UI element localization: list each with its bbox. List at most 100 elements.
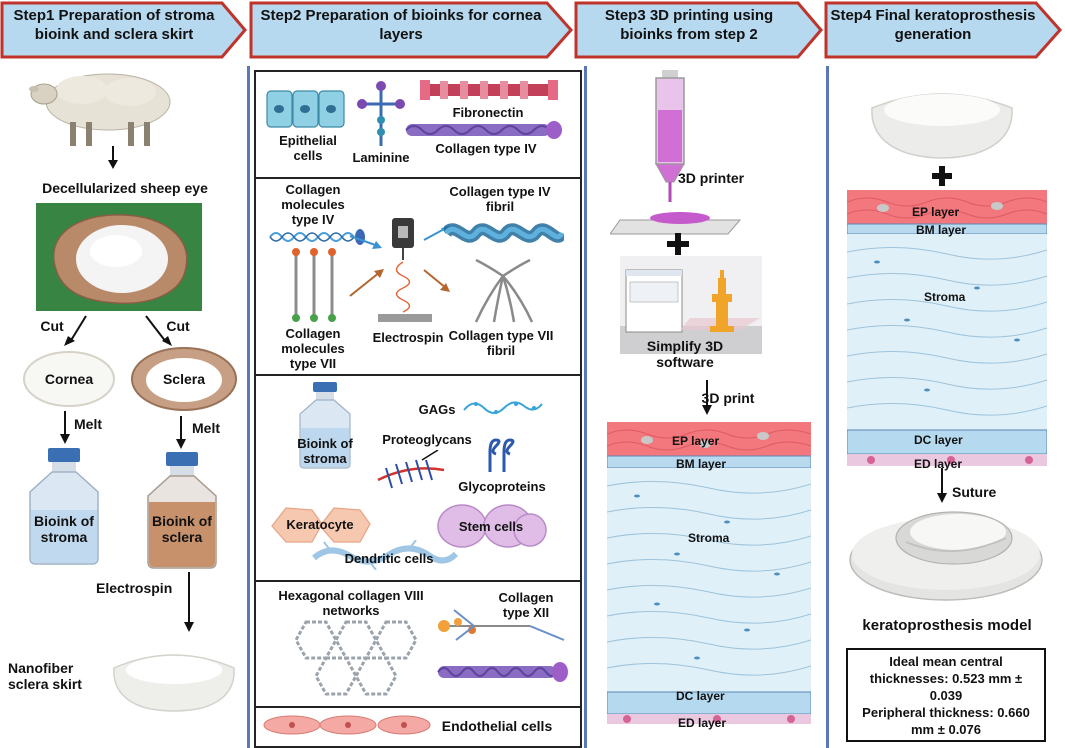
fibronectin-label: Fibronectin xyxy=(452,105,524,120)
endothelial-cells-label: Endothelial cells xyxy=(441,718,553,734)
collagen-iv-fibril-icon xyxy=(444,223,564,243)
sheep-icon xyxy=(29,73,171,146)
step3-ed-label: ED layer xyxy=(678,716,727,730)
step2-sep-2 xyxy=(254,374,582,376)
eye-label: Decellularized sheep eye xyxy=(42,180,208,196)
step2-electrospin-label: Electrospin xyxy=(372,330,444,345)
step3-title: Step3 3D printing using bioinks from ste… xyxy=(604,7,774,43)
collagen-mol-vii-icon xyxy=(292,248,336,322)
step4-bm-label: BM layer xyxy=(916,223,967,237)
step3-stroma-label: Stroma xyxy=(688,531,730,545)
header-arrow-shape xyxy=(249,1,574,59)
flow-arrows-icon xyxy=(349,226,450,297)
electrospin-arrow xyxy=(184,572,194,632)
step3-ep-label: EP layer xyxy=(672,434,720,448)
model-label: keratoprosthesis model xyxy=(862,617,1032,634)
keratoprosthesis-skirt-image xyxy=(871,93,1013,159)
divider-step2-right xyxy=(584,66,587,748)
fibronectin-icon xyxy=(420,80,558,100)
collagen-vii-fibril-label: Collagen type VII fibril xyxy=(448,328,554,358)
dendritic-cells-label: Dendritic cells xyxy=(344,551,434,566)
print-label: 3D print xyxy=(701,390,755,406)
step1-header: Step1 Preparation of stroma bioink and s… xyxy=(0,0,248,60)
laminine-label: Laminine xyxy=(352,150,410,165)
3d-printer-icon xyxy=(610,70,742,235)
glycoproteins-label: Glycoproteins xyxy=(458,479,546,494)
step1-title: Step1 Preparation of stroma bioink and s… xyxy=(13,7,215,43)
plus-icon xyxy=(667,233,689,255)
suture-arrow xyxy=(937,468,947,503)
printer-label: 3D printer xyxy=(678,170,745,186)
keratocyte-label: Keratocyte xyxy=(286,517,354,532)
collagen-xii-icon xyxy=(438,609,565,641)
cut-arrows-icon xyxy=(64,315,172,346)
electrospin-label: Electrospin xyxy=(96,580,173,596)
laminine-icon xyxy=(357,81,405,146)
step4-ep-label: EP layer xyxy=(912,205,960,219)
step2-sep-3 xyxy=(254,580,582,582)
collagen-mol-vii-label: Collagen molecules type VII xyxy=(281,326,345,371)
epithelial-cells-icon xyxy=(266,90,345,128)
thickness-info-box: Ideal mean central thicknesses: 0.523 mm… xyxy=(846,648,1046,742)
step4-stroma-label: Stroma xyxy=(924,290,966,304)
stem-cells-label: Stem cells xyxy=(458,519,524,534)
step2-header: Step2 Preparation of bioinks for cornea … xyxy=(249,0,574,60)
dendritic-cells-icon xyxy=(312,540,459,570)
arrow-down-icon xyxy=(108,146,118,169)
central-thickness-text: Ideal mean central thicknesses: 0.523 mm… xyxy=(869,654,1023,703)
electrospin-device-icon xyxy=(378,218,432,322)
sclera-ring xyxy=(131,347,237,411)
header-arrow-shape xyxy=(824,1,1063,59)
collagen-mol-iv-label: Collagen molecules type IV xyxy=(281,182,345,227)
step2-sep-1 xyxy=(254,177,582,179)
melt-arrow-left xyxy=(60,411,70,444)
peripheral-thickness-text: Peripheral thickness: 0.660 mm ± 0.076 xyxy=(862,705,1030,737)
keratoprosthesis-model-image xyxy=(849,511,1043,601)
sclera-skirt-image xyxy=(113,654,235,712)
proteoglycans-icon xyxy=(377,450,445,489)
software-label: Simplify 3D software xyxy=(646,338,724,370)
header-arrow-shape xyxy=(0,1,247,59)
sclera-label: Sclera xyxy=(162,371,206,387)
divider-step2-left xyxy=(247,66,250,748)
gags-label: GAGs xyxy=(418,402,456,417)
step2-bioink-stroma-label: Bioink of stroma xyxy=(297,436,353,466)
cornea-disc xyxy=(23,351,115,407)
glycoproteins-icon xyxy=(488,438,515,472)
bottle-stroma-icon xyxy=(29,448,99,565)
collagen-iv-icon xyxy=(405,121,562,139)
epithelial-cells-label: Epithelial cells xyxy=(279,133,337,163)
step4-ed-label: ED layer xyxy=(914,457,963,471)
bioink-stroma-label: Bioink of stroma xyxy=(34,513,94,545)
collagen-vii-fibril-icon xyxy=(474,258,534,323)
nanofiber-label: Nanofiber sclera skirt xyxy=(8,660,82,692)
step4-dc-label: DC layer xyxy=(914,433,963,447)
proteoglycans-label: Proteoglycans xyxy=(382,432,472,447)
bottle-sclera-icon xyxy=(147,452,217,569)
stem-cells-icon xyxy=(437,504,547,548)
cut-label-left: Cut xyxy=(40,318,64,334)
step3-dc-label: DC layer xyxy=(676,689,725,703)
step4-header: Step4 Final keratoprosthesis generation xyxy=(824,0,1064,60)
hex-collagen-label: Hexagonal collagen VIII networks xyxy=(278,588,424,618)
cornea-layers-stack xyxy=(607,422,811,724)
sheep-eye-image xyxy=(36,203,202,311)
melt-label-left: Melt xyxy=(74,416,102,432)
divider-step3-right xyxy=(826,66,829,748)
step3-bm-label: BM layer xyxy=(676,457,727,471)
suture-label: Suture xyxy=(952,484,997,500)
collagen-iv-label: Collagen type IV xyxy=(435,141,537,156)
keratocyte-icon xyxy=(271,507,371,543)
gags-icon xyxy=(463,401,543,414)
collagen-xii-fiber-icon xyxy=(437,662,568,682)
endothelial-cells-icon xyxy=(263,715,431,735)
step2-sep-4 xyxy=(254,706,582,708)
step4-plus-icon xyxy=(932,166,952,186)
bottle-stroma-small-icon xyxy=(299,382,351,469)
software-screenshot xyxy=(620,256,762,354)
bioink-sclera-label: Bioink of sclera xyxy=(152,513,212,545)
collagen-iv-fibril-label: Collagen type IV fibril xyxy=(449,184,551,214)
final-cornea-layers-stack xyxy=(847,190,1047,466)
melt-arrow-right xyxy=(176,416,186,449)
step4-title: Step4 Final keratoprosthesis generation xyxy=(830,7,1036,43)
